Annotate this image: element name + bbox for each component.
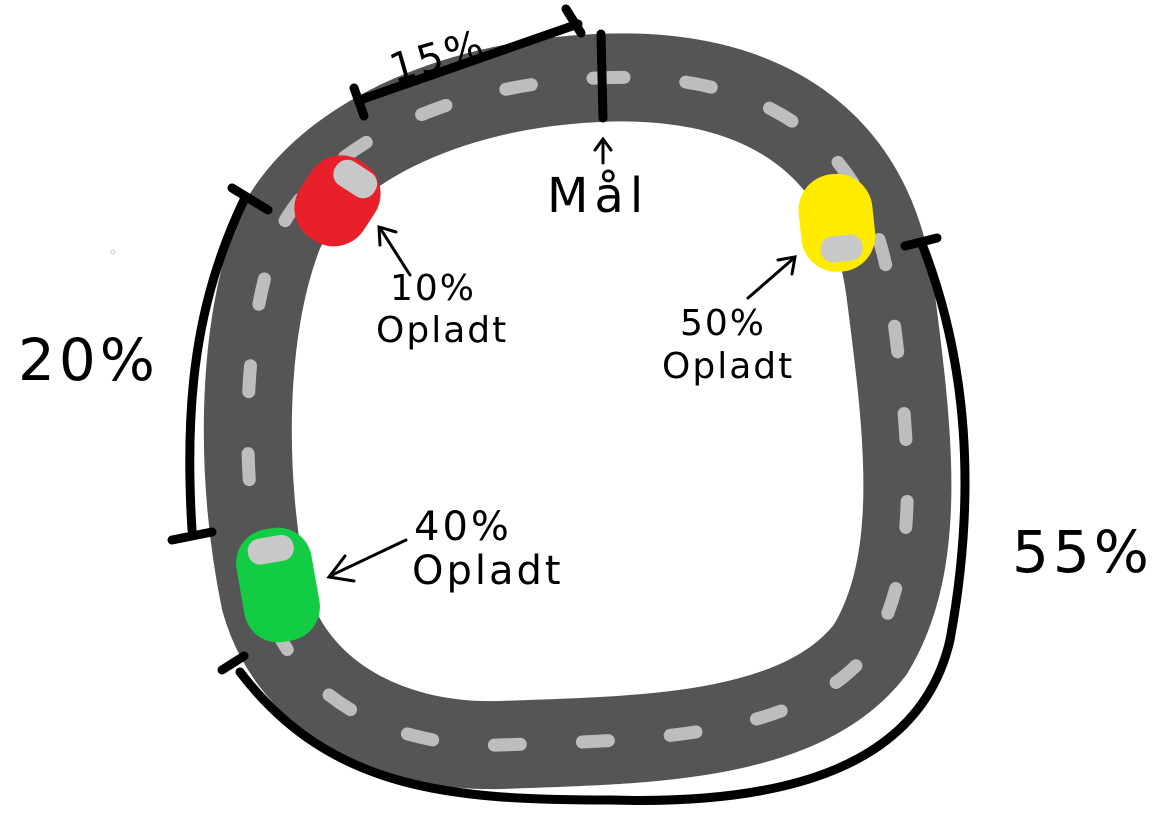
arrow-to-green-car <box>326 538 408 583</box>
red-car-pct: 10% <box>390 268 476 309</box>
stray-dot <box>110 249 116 255</box>
red-car-status: Opladt <box>376 310 508 351</box>
finish-line <box>596 29 608 123</box>
car-yellow <box>798 173 876 272</box>
arrow-to-yellow-car <box>746 255 797 300</box>
yellow-car-pct: 50% <box>680 303 766 344</box>
car-green <box>236 527 320 643</box>
finish-label: Mål <box>547 168 649 224</box>
segment-left-label: 20% <box>18 326 159 394</box>
segment-left-bracket <box>167 183 273 545</box>
yellow-car-status: Opladt <box>662 346 794 387</box>
finish-arrow <box>593 136 613 165</box>
green-car-status: Opladt <box>412 548 564 594</box>
car-red <box>294 155 381 247</box>
green-car-pct: 40% <box>414 504 512 550</box>
segment-top-bracket <box>349 4 586 121</box>
track-ring <box>203 33 952 790</box>
segment-right-bracket <box>217 233 970 805</box>
segment-right-label: 55% <box>1012 518 1153 586</box>
arrow-to-red-car <box>377 224 412 277</box>
